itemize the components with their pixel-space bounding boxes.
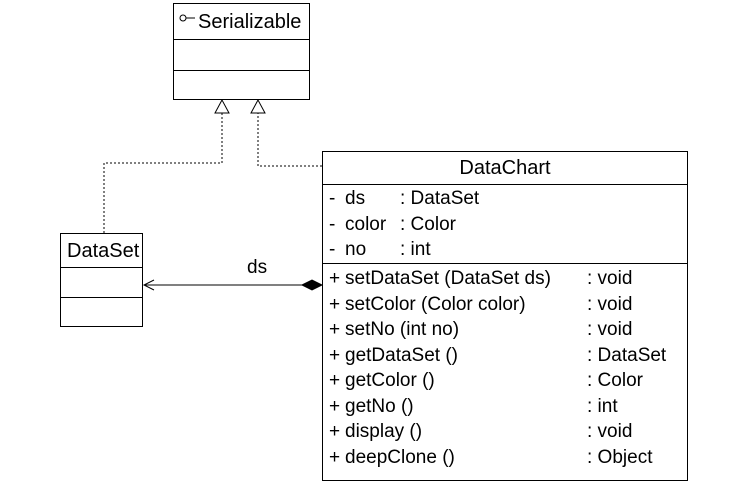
operation-row: + getColor () : Color: [323, 368, 687, 394]
operation-row: + getNo () : int: [323, 394, 687, 420]
class-name: DataChart: [459, 157, 551, 179]
composition-datachart-dataset: [142, 279, 324, 291]
operation-return-type: : void: [587, 319, 633, 340]
realization-datachart-serializable: [250, 98, 322, 167]
operation-row: + setColor (Color color) : void: [323, 292, 687, 318]
realization-dataset-serializable: [103, 98, 230, 233]
operation-compartment: [174, 70, 309, 99]
operation-name: display (): [345, 421, 423, 442]
attribute-compartment: [61, 267, 142, 297]
visibility-marker: +: [329, 293, 341, 315]
operation-return-type: : void: [587, 421, 633, 442]
association-label: ds: [247, 257, 268, 278]
operation-name: getDataSet (): [345, 344, 458, 366]
operation-return-type: : int: [587, 395, 618, 417]
class-datachart[interactable]: DataChart - ds : DataSet - color : Color…: [322, 151, 688, 481]
operation-row: + deepClone () : Object: [323, 445, 687, 471]
operation-name: setNo (int no): [345, 319, 460, 340]
attribute-type: : DataSet: [400, 188, 480, 209]
attribute-type: : Color: [400, 213, 456, 235]
operation-name: getNo (): [345, 395, 414, 417]
class-name: Serializable: [198, 11, 302, 33]
realization-arrowhead: [214, 98, 230, 114]
operation-return-type: : Color: [587, 370, 643, 391]
visibility-marker: -: [329, 239, 336, 260]
operation-row: + display () : void: [323, 419, 687, 445]
operation-row: + getDataSet () : DataSet: [323, 343, 687, 369]
visibility-marker: +: [329, 268, 341, 289]
attribute-row: - ds : DataSet: [323, 186, 687, 212]
visibility-marker: +: [329, 370, 341, 391]
attribute-compartment: [174, 39, 309, 70]
operation-compartment: [61, 297, 142, 326]
visibility-marker: +: [329, 446, 341, 468]
class-name-section: DataChart: [323, 152, 687, 184]
class-name-section: DataSet: [61, 234, 142, 267]
operation-return-type: : Object: [587, 446, 653, 468]
visibility-marker: -: [329, 188, 336, 209]
visibility-marker: +: [329, 395, 341, 417]
operation-name: setColor (Color color): [345, 293, 526, 315]
visibility-marker: +: [329, 319, 341, 340]
attribute-type: : int: [400, 239, 431, 260]
operation-return-type: : DataSet: [587, 344, 667, 366]
interface-lollipop-icon: [179, 14, 195, 22]
class-dataset[interactable]: DataSet: [60, 233, 143, 327]
attribute-row: - no : int: [323, 237, 687, 263]
visibility-marker: +: [329, 344, 341, 366]
class-name-section: Serializable: [174, 4, 309, 39]
visibility-marker: -: [329, 213, 336, 235]
visibility-marker: +: [329, 421, 341, 442]
navigability-arrowhead: [142, 279, 155, 291]
attribute-name: ds: [345, 188, 366, 209]
operation-row: + setDataSet (DataSet ds) : void: [323, 266, 687, 292]
operation-name: deepClone (): [345, 446, 455, 468]
operation-name: getColor (): [345, 370, 435, 391]
attribute-compartment: - ds : DataSet - color : Color - no : in…: [323, 184, 687, 263]
attribute-name: color: [345, 213, 387, 235]
realization-arrowhead: [250, 98, 266, 114]
class-serializable[interactable]: Serializable: [173, 3, 310, 100]
composition-diamond: [300, 279, 324, 291]
attribute-row: - color : Color: [323, 212, 687, 238]
operation-name: setDataSet (DataSet ds): [345, 268, 551, 289]
attribute-name: no: [345, 239, 367, 260]
operation-return-type: : void: [587, 268, 633, 289]
operation-row: + setNo (int no) : void: [323, 317, 687, 343]
operation-return-type: : void: [587, 293, 633, 315]
class-name: DataSet: [67, 240, 140, 262]
operation-compartment: + setDataSet (DataSet ds) : void + setCo…: [323, 263, 687, 480]
